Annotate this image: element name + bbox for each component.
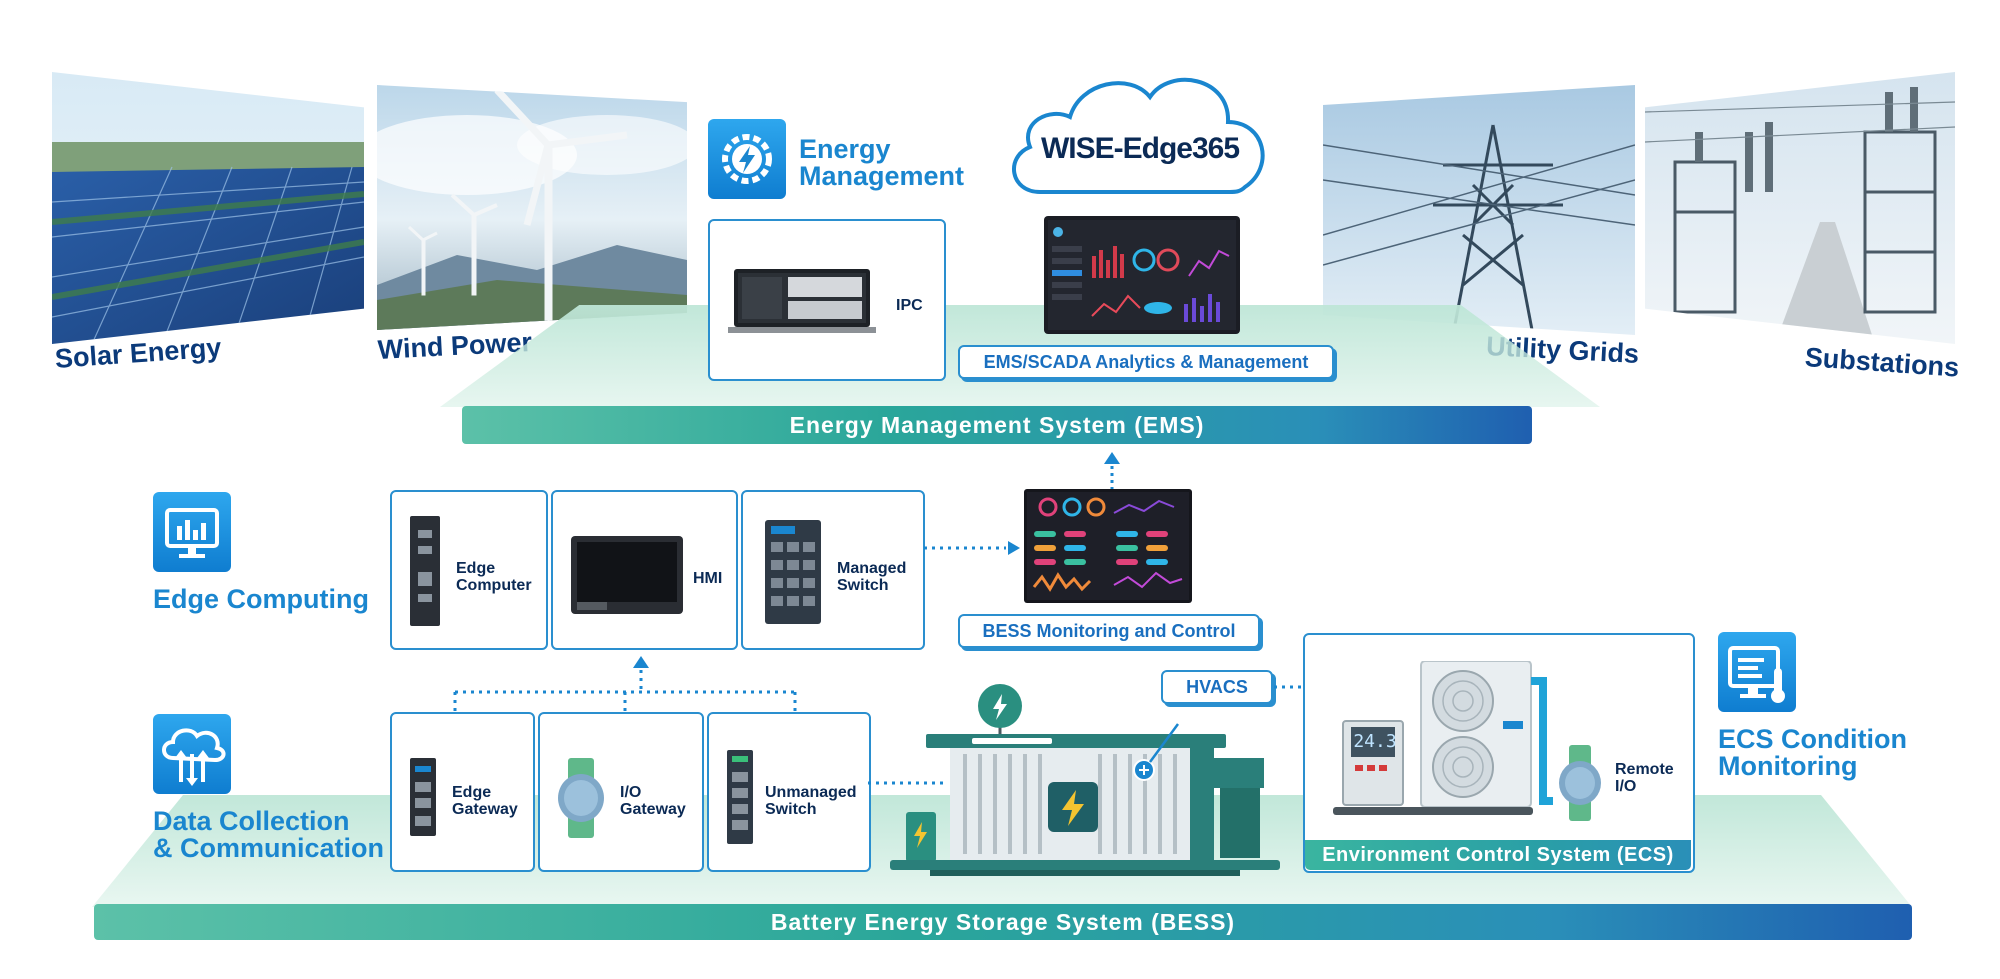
remote-io-label: Remote I/O — [1615, 761, 1674, 795]
energy-management-icon — [708, 119, 786, 199]
unmanaged-switch-device-icon — [727, 750, 753, 844]
data-collection-title: Data Collection & Communication — [153, 806, 385, 863]
io-gateway-device-icon — [558, 758, 604, 838]
substations-caption: Substations — [1803, 342, 1961, 383]
ecs-box: 24.3 Remote I/O — [1303, 633, 1695, 873]
ecs-band: Environment Control System (ECS) — [1305, 840, 1691, 870]
bess-band: Battery Energy Storage System (BESS) — [94, 904, 1912, 940]
io-gateway-label: I/O Gateway — [620, 784, 686, 818]
hmi-device-icon — [571, 536, 683, 614]
ems-band: Energy Management System (EMS) — [462, 406, 1532, 444]
edge-computer-device-icon — [410, 516, 440, 626]
solar-panel-photo — [52, 72, 364, 344]
managed-switch-device-icon — [765, 520, 821, 624]
managed-switch-box: Managed Switch — [741, 490, 925, 650]
ipc-box: IPC — [708, 219, 946, 381]
ems-dashboard-screen — [1044, 216, 1240, 334]
edge-computer-label: Edge Computer — [456, 560, 532, 594]
ipc-device-icon — [728, 269, 876, 333]
unmanaged-switch-label: Unmanaged Switch — [765, 784, 857, 818]
bess-monitoring-tag: BESS Monitoring and Control — [958, 614, 1260, 648]
thermostat-display: 24.3 — [1353, 731, 1397, 752]
hvacs-tag: HVACS — [1161, 670, 1273, 704]
bess-monitoring-screen — [1024, 489, 1192, 603]
hvac-unit-illustration — [1333, 661, 1553, 815]
io-gateway-box: I/O Gateway — [538, 712, 704, 872]
ipc-label: IPC — [896, 297, 923, 314]
edge-computing-icon — [153, 492, 231, 572]
edge-computing-title: Edge Computing — [153, 584, 369, 614]
energy-management-title: Energy Management — [799, 134, 965, 191]
utility-grid-photo — [1323, 85, 1635, 335]
edge-gateway-label: Edge Gateway — [452, 784, 518, 818]
hmi-label: HMI — [693, 570, 723, 587]
cloud-label: WISE-Edge365 — [1040, 132, 1240, 165]
edge-gateway-device-icon — [410, 758, 436, 836]
connector-switch-battery — [868, 781, 948, 785]
connector-up-edge — [453, 656, 797, 714]
ecs-monitoring-title: ECS Condition Monitoring — [1718, 724, 1907, 781]
edge-gateway-box: Edge Gateway — [390, 712, 535, 872]
ems-scada-tag: EMS/SCADA Analytics & Management — [958, 345, 1334, 379]
cloud-icon — [1012, 77, 1265, 194]
ecs-monitoring-icon — [1718, 632, 1796, 712]
hmi-box: HMI — [551, 490, 738, 650]
wind-power-photo — [377, 85, 687, 330]
substation-photo — [1645, 72, 1955, 344]
arrow-up-ems — [1104, 452, 1120, 492]
battery-container-illustration — [890, 684, 1280, 876]
arrow-right-bess-screen — [924, 541, 1020, 555]
managed-switch-label: Managed Switch — [837, 560, 907, 594]
unmanaged-switch-box: Unmanaged Switch — [707, 712, 871, 872]
edge-computer-box: Edge Computer — [390, 490, 548, 650]
data-collection-icon — [153, 714, 231, 794]
remote-io-device-icon — [1559, 745, 1601, 821]
